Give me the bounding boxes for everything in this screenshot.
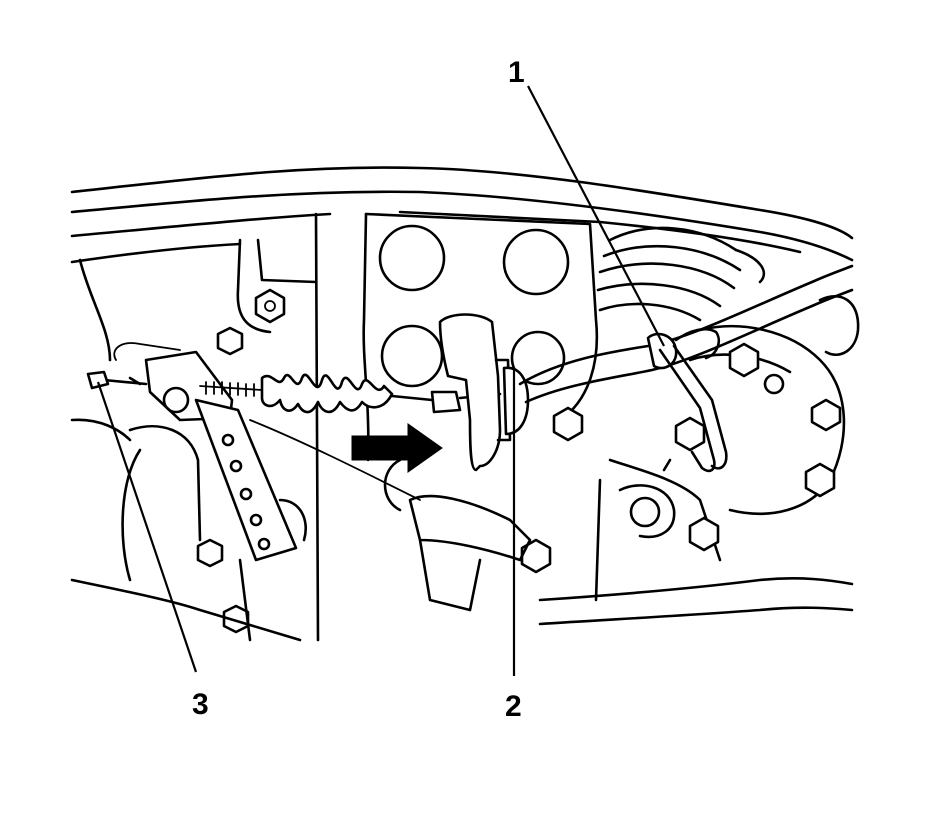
leader-line-3 <box>96 381 198 673</box>
cv-boot <box>596 226 766 322</box>
callout-3: 3 <box>192 688 209 721</box>
bolt <box>216 326 244 356</box>
lower-left-structure <box>70 258 307 642</box>
lever-hole <box>229 459 243 473</box>
lower-bracket <box>249 419 532 612</box>
housing-hole <box>378 224 446 292</box>
housing-hole <box>380 324 444 388</box>
lever-hole <box>221 433 235 447</box>
lever-hole <box>249 513 263 527</box>
clutch-release-lever <box>144 350 298 562</box>
case-hole <box>763 373 785 395</box>
bolt <box>810 398 842 432</box>
bolt <box>520 538 552 574</box>
bolt <box>552 406 584 442</box>
bolt <box>688 516 720 552</box>
case-hole <box>629 496 661 528</box>
housing-hole <box>510 330 566 386</box>
retaining-clip <box>658 344 728 473</box>
bolts <box>196 288 842 634</box>
cable-end-clip <box>86 370 110 390</box>
lever-hole <box>239 487 253 501</box>
callout-1: 1 <box>508 56 525 89</box>
transmission-housing <box>236 212 599 642</box>
crossmember-outline <box>70 166 854 264</box>
gearbox-case <box>538 294 860 626</box>
cable-grommet <box>438 313 530 472</box>
bolt <box>728 342 760 378</box>
bolt <box>674 416 706 452</box>
bolt <box>196 538 224 568</box>
cable-conduit <box>518 264 854 404</box>
lever-pivot <box>162 386 190 414</box>
cable-adjuster <box>430 390 462 414</box>
housing-hole <box>502 228 570 296</box>
clutch-cable <box>86 370 502 414</box>
leader-line-1 <box>527 85 665 347</box>
leader-lines <box>96 85 665 676</box>
callout-2: 2 <box>505 690 522 723</box>
bolt <box>804 462 836 498</box>
direction-arrow <box>351 423 443 473</box>
bolt <box>254 288 286 324</box>
lever-hole <box>257 537 271 551</box>
cable-boot <box>260 373 394 414</box>
